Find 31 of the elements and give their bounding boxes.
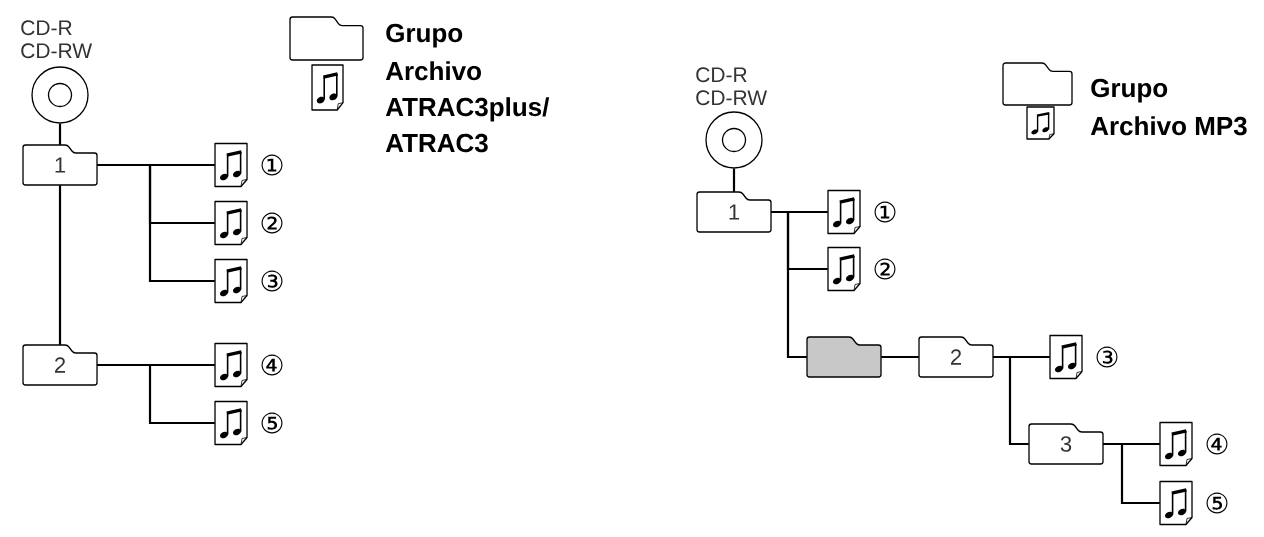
numbered-folder: 3 (1028, 423, 1104, 465)
tree-line (732, 168, 736, 192)
circled-number: ① (874, 201, 896, 223)
tree-line (993, 355, 1029, 446)
tree-line (771, 210, 807, 359)
tree-line (97, 363, 215, 425)
circled-number: ⑤ (261, 412, 283, 434)
numbered-folder: 1 (22, 144, 98, 186)
legend-label: Grupo (1091, 78, 1168, 103)
disc-label: CD-R CD-RW (21, 20, 93, 59)
tree-line (881, 355, 919, 359)
numbered-folder: 1 (696, 191, 772, 233)
legend-label: Grupo (386, 23, 463, 48)
circled-number: ② (874, 258, 896, 280)
circled-number: ② (261, 212, 283, 234)
tree-line (58, 123, 62, 145)
tree-line (1103, 442, 1160, 505)
tree-line (58, 185, 62, 345)
circled-number: ① (261, 154, 283, 176)
circled-number: ③ (1096, 346, 1118, 368)
disc-label: CD-R CD-RW (696, 67, 768, 106)
legend-label: Archivo ATRAC3plus/ ATRAC3 (385, 61, 550, 153)
folder-icon (806, 336, 882, 378)
circled-number: ④ (1206, 433, 1228, 455)
numbered-folder: 2 (22, 344, 98, 386)
tree-line (97, 163, 215, 283)
numbered-folder: 2 (918, 336, 994, 378)
circled-number: ⑤ (1206, 492, 1228, 514)
circled-number: ④ (261, 354, 283, 376)
circled-number: ③ (261, 270, 283, 292)
legend-label: Archivo MP3 (1090, 116, 1247, 136)
